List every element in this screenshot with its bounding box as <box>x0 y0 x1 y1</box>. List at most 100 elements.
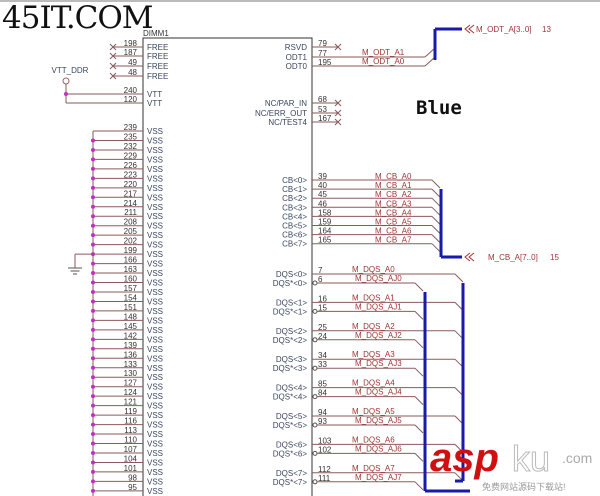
net-label: M_ODT_A0 <box>362 57 405 66</box>
no-connect-icon <box>334 109 342 117</box>
wire <box>414 367 424 377</box>
wire <box>431 243 441 253</box>
pin-number: 187 <box>124 48 138 57</box>
pin-number: 6 <box>318 275 323 284</box>
pin-name: VSS <box>147 411 163 420</box>
pin-name: VSS <box>147 487 163 496</box>
pin-name: DQS*<2> <box>273 336 308 345</box>
pin-name: NC/ERR_OUT <box>255 109 307 118</box>
pin-number: 164 <box>318 227 332 236</box>
pin-name: VSS <box>147 402 163 411</box>
pin-number: 110 <box>124 436 137 445</box>
junction-dot <box>91 242 95 247</box>
pin-name: VSS <box>147 193 163 202</box>
pin-number: 145 <box>124 322 138 331</box>
pin-number: 107 <box>124 445 138 454</box>
pin-number: 119 <box>124 407 137 416</box>
net-label: M_DQS_A2 <box>352 322 395 331</box>
net-label: M_CB_A5 <box>375 218 412 227</box>
pin-name: VSS <box>147 260 163 269</box>
pin-number: 103 <box>318 436 332 445</box>
pin-number: 40 <box>318 181 327 190</box>
net-label: M_CB_A2 <box>375 190 412 199</box>
pin-number: 7 <box>318 266 323 275</box>
pin-name: RSVD <box>285 43 307 52</box>
junction-dot <box>91 308 95 313</box>
pin-name: VSS <box>147 212 163 221</box>
junction-dot <box>91 147 95 152</box>
pin-number: 167 <box>318 114 332 123</box>
pin-number: 111 <box>318 474 331 483</box>
pin-name: VSS <box>147 430 163 439</box>
pin-number: 159 <box>318 218 332 227</box>
wire <box>414 282 424 292</box>
junction-dot <box>91 289 95 294</box>
pin-name: NC/PAR_IN <box>265 99 307 108</box>
pin-number: 139 <box>124 341 138 350</box>
component-ref: DIMM1 <box>143 29 169 38</box>
junction-dot <box>91 460 95 465</box>
wire <box>424 56 436 67</box>
pin-number: 226 <box>124 161 138 170</box>
net-label: M_CB_A6 <box>375 227 412 236</box>
junction-dot <box>91 299 95 304</box>
junction-dot <box>91 365 95 370</box>
net-label: M_DQS_AJ4 <box>355 388 402 397</box>
pin-number: 205 <box>124 227 138 236</box>
pin-number: 95 <box>128 483 137 492</box>
pin-number: 151 <box>124 303 138 312</box>
pin-number: 24 <box>318 332 327 341</box>
pin-number: 98 <box>128 473 137 482</box>
no-connect-icon <box>109 43 117 51</box>
pin-number: 211 <box>124 208 137 217</box>
pin-number: 160 <box>124 275 138 284</box>
junction-dot <box>91 384 95 389</box>
pin-number: 39 <box>318 172 327 181</box>
pin-name: DQS<1> <box>276 298 307 307</box>
junction-dot <box>91 432 95 437</box>
net-label: M_DQS_A0 <box>352 265 395 274</box>
pin-name: VSS <box>147 421 163 430</box>
pin-number: 113 <box>124 426 137 435</box>
pin-name: VSS <box>147 449 163 458</box>
pin-name: VSS <box>147 127 163 136</box>
inversion-bubble-icon <box>312 422 318 428</box>
pin-name: DQS*<5> <box>273 421 308 430</box>
junction-dot <box>91 356 95 361</box>
pin-number: 214 <box>124 199 138 208</box>
pin-number: 158 <box>318 208 332 217</box>
pin-name: VSS <box>147 231 163 240</box>
pin-name: VSS <box>147 136 163 145</box>
net-label: M_CB_A4 <box>375 208 412 217</box>
pin-name: CB<1> <box>282 185 307 194</box>
net-label: M_DQS_A4 <box>352 379 395 388</box>
logo-tagline: 免费网站源码下载站! <box>482 482 566 492</box>
pin-number: 102 <box>318 445 332 454</box>
offpage-port-label: M_CB_A[7..0] <box>488 253 538 262</box>
pin-number: 77 <box>318 49 327 58</box>
power-port-icon <box>62 77 70 85</box>
pin-name: VTT <box>147 90 162 99</box>
pin-number: 195 <box>318 58 332 67</box>
pin-number: 163 <box>124 265 138 274</box>
pin-number: 154 <box>124 293 138 302</box>
junction-dot <box>91 176 95 181</box>
net-label: M_CB_A3 <box>375 199 412 208</box>
net-label: M_DQS_AJ1 <box>355 302 402 311</box>
pin-number: 116 <box>124 417 137 426</box>
pin-number: 229 <box>124 151 138 160</box>
junction-dot <box>91 450 95 455</box>
junction-dot <box>91 469 95 474</box>
junction-dot <box>91 488 95 493</box>
pin-name: DQS<6> <box>276 440 307 449</box>
inversion-bubble-icon <box>312 308 318 314</box>
junction-dot <box>91 403 95 408</box>
net-label: M_DQS_A1 <box>352 293 395 302</box>
wire <box>414 339 424 349</box>
pin-name: DQS<7> <box>276 469 307 478</box>
pin-name: DQS*<7> <box>273 478 308 487</box>
pin-number: 15 <box>318 303 327 312</box>
no-connect-icon <box>334 99 342 107</box>
inversion-bubble-icon <box>312 450 318 456</box>
pin-name: ODT0 <box>286 62 308 71</box>
